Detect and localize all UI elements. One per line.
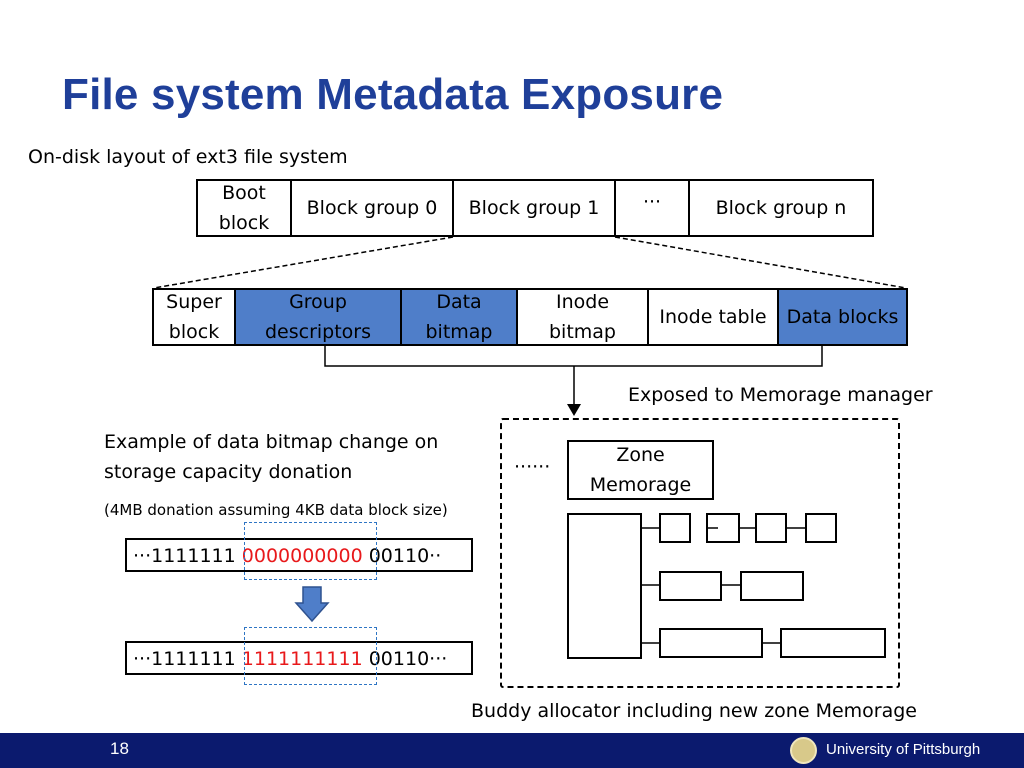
down-arrow-icon [294,586,330,623]
layout-caption: On-disk layout of ext3 file system [28,146,348,168]
data-bitmap: Data bitmap [400,288,518,346]
boot-block: Boot block [196,179,292,237]
university-seal-icon [790,737,817,764]
bitmap-before-suffix: 00110·· [362,545,442,567]
bitmap-after: ···1111111 1111111111 00110··· [125,641,473,675]
inode-table: Inode table [647,288,779,346]
bitmap-before-highlight [244,522,377,580]
free-block-order0-b [706,513,740,543]
exposed-label: Exposed to Memorage manager [628,384,933,406]
zone-ellipsis: ······ [514,456,551,478]
block-group-0: Block group 0 [290,179,454,237]
slide-footer: 18 University of Pittsburgh [0,733,1024,768]
free-block-order1-b [740,571,804,601]
expansion-line-right [614,236,907,289]
zone-memorage-box: Zone Memorage [567,440,714,500]
group-descriptors: Group descriptors [234,288,402,346]
bitmap-after-suffix: 00110··· [362,648,448,670]
free-block-order0-d [805,513,837,543]
free-block-order0-c [755,513,787,543]
free-block-order0-a [659,513,691,543]
bitmap-before: ···1111111 0000000000 00110·· [125,538,473,572]
exposed-arrow-head [567,404,581,416]
page-number: 18 [110,739,129,758]
slide-title: File system Metadata Exposure [62,70,724,119]
inode-bitmap: Inode bitmap [516,288,649,346]
zone-list-column [567,513,642,659]
bitmap-after-changed: 1111111111 [241,648,363,670]
exposed-brace [324,346,823,367]
bitmap-before-prefix: ···1111111 [133,545,242,567]
free-block-order1-a [659,571,722,601]
footer-organization: University of Pittsburgh [826,741,981,758]
bitmap-after-prefix: ···1111111 [133,648,242,670]
example-note: (4MB donation assuming 4KB data block si… [104,501,448,519]
bitmap-after-highlight [244,627,377,685]
example-caption: Example of data bitmap change on storage… [104,431,439,483]
expansion-line-left [153,236,454,289]
buddy-caption: Buddy allocator including new zone Memor… [471,700,917,722]
super-block: Super block [152,288,236,346]
block-group-detail-row: Super block Group descriptors Data bitma… [152,288,908,346]
free-block-order2-a [659,628,763,658]
block-group-ellipsis: ··· [614,179,690,237]
ext3-layout-row: Boot block Block group 0 Block group 1 ·… [196,179,874,237]
buddy-allocator-region [500,418,900,688]
block-group-n: Block group n [688,179,874,237]
bitmap-before-changed: 0000000000 [241,545,363,567]
free-block-order2-b [780,628,886,658]
data-blocks: Data blocks [777,288,908,346]
